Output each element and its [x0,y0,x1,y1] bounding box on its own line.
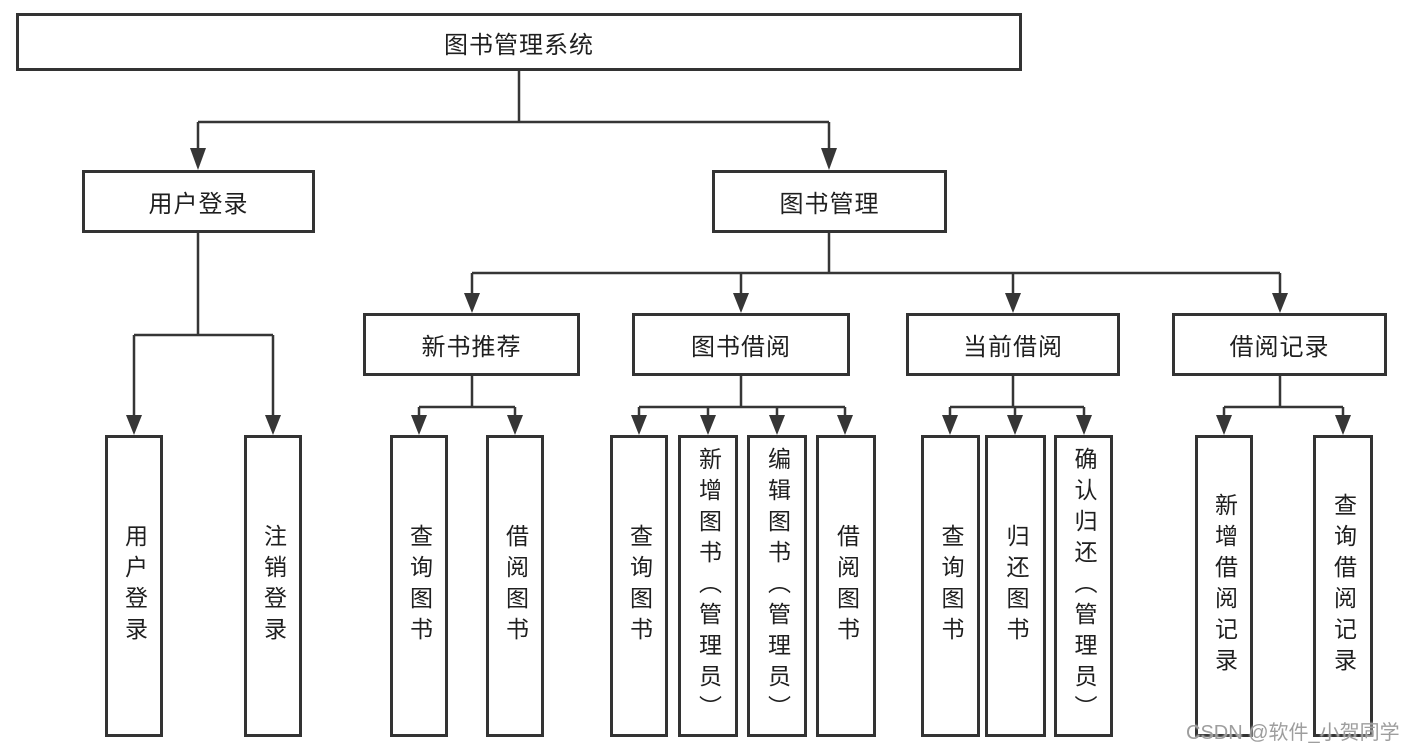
node-label: 新书推荐 [421,334,522,361]
node-user-login: 用户登录 [82,170,315,233]
leaf-query-books-recommend: 查询图书 [390,435,448,737]
node-label: 查询图书 [938,524,964,648]
node-label: 图书借阅 [691,334,791,361]
leaf-borrow-books-recommend: 借阅图书 [486,435,544,737]
node-label: 用户登录 [148,191,249,218]
node-new-book-recommend: 新书推荐 [363,313,580,376]
leaf-return-books: 归还图书 [985,435,1046,737]
node-book-borrowing: 图书借阅 [632,313,850,376]
node-label: 新增借阅记录 [1211,493,1238,679]
node-label: 图书管理系统 [444,31,594,59]
node-label: 借阅图书 [833,524,860,648]
leaf-borrow-books: 借阅图书 [816,435,876,737]
leaf-logout: 注销登录 [244,435,302,737]
leaf-query-books-current: 查询图书 [921,435,980,737]
leaf-query-borrow-record: 查询借阅记录 [1313,435,1373,737]
leaf-user-login: 用户登录 [105,435,163,737]
node-label: 编辑图书（管理员） [764,446,791,726]
node-label: 新增图书（管理员） [695,446,722,726]
node-borrowing-records: 借阅记录 [1172,313,1387,376]
leaf-edit-books-admin: 编辑图书（管理员） [747,435,807,737]
leaf-confirm-return-admin: 确认归还（管理员） [1054,435,1113,737]
node-label: 归还图书 [1003,524,1029,648]
node-label: 查询图书 [406,524,433,648]
node-label: 用户登录 [121,524,148,648]
node-label: 确认归还（管理员） [1071,446,1097,726]
node-book-management: 图书管理 [712,170,947,233]
csdn-watermark: CSDN @软件_小贺同学 [1186,722,1400,744]
node-label: 借阅记录 [1229,334,1330,361]
node-label: 借阅图书 [502,524,529,648]
leaf-query-books-borrowing: 查询图书 [610,435,668,737]
node-label: 注销登录 [260,524,287,648]
node-current-borrowing: 当前借阅 [906,313,1120,376]
node-library-management-system: 图书管理系统 [16,13,1022,71]
node-label: 当前借阅 [963,334,1063,361]
leaf-add-borrow-record: 新增借阅记录 [1195,435,1253,737]
leaf-add-books-admin: 新增图书（管理员） [678,435,738,737]
node-label: 图书管理 [779,191,880,218]
node-label: 查询图书 [626,524,653,648]
node-label: 查询借阅记录 [1330,493,1357,679]
